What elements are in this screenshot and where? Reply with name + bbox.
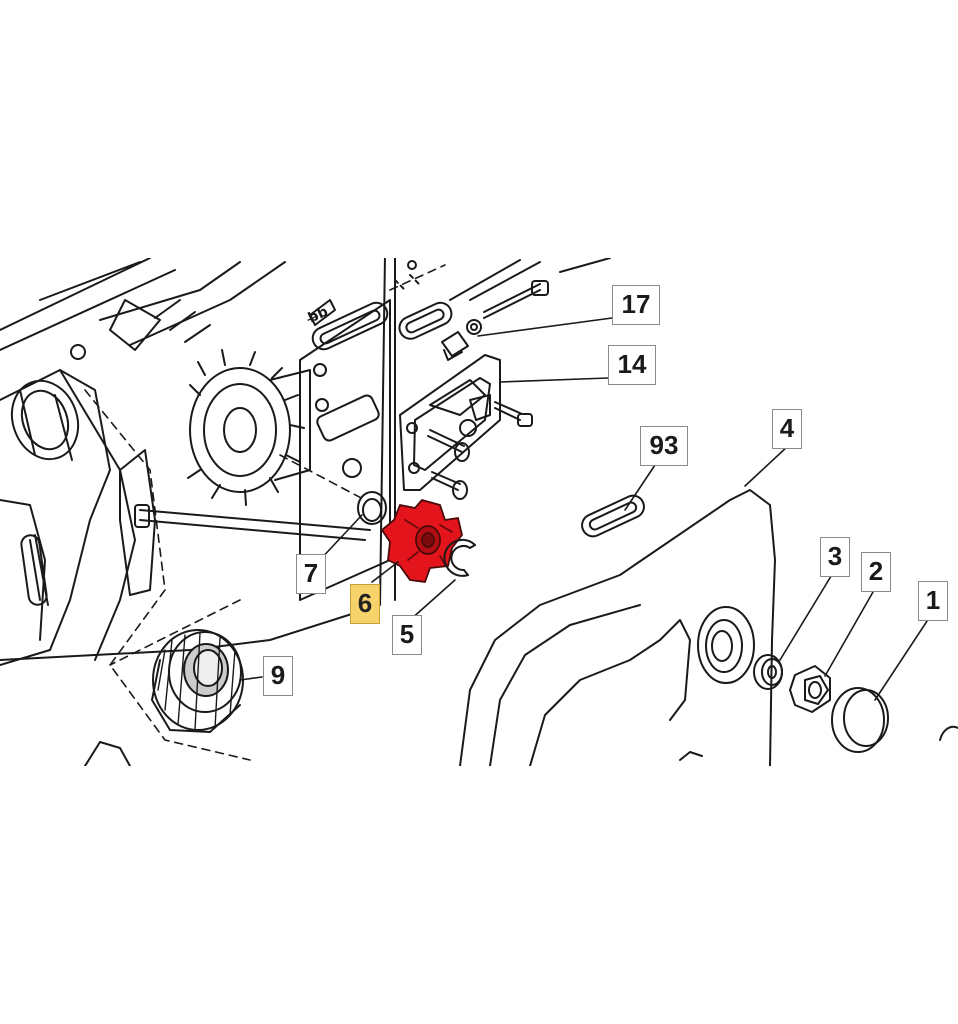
callout-14: 14 xyxy=(608,345,656,385)
nut-part-2 xyxy=(789,665,831,713)
callout-17: 17 xyxy=(612,285,660,325)
callout-4: 4 xyxy=(772,409,802,449)
callout-9: 9 xyxy=(263,656,293,696)
sprocket-cover-part-4 xyxy=(459,489,776,766)
slot-part-93 xyxy=(581,494,645,538)
tensioner-assembly xyxy=(398,258,611,361)
assembly-guide-lines xyxy=(84,264,446,761)
callout-93: 93 xyxy=(640,426,688,466)
washer-part-3 xyxy=(753,654,783,690)
callout-7: 7 xyxy=(296,554,326,594)
engine-housing xyxy=(0,258,396,666)
gear-ring-part-9 xyxy=(84,629,244,766)
callout-5: 5 xyxy=(392,615,422,655)
tensioner-knob-part-6 xyxy=(381,499,463,583)
callout-1: 1 xyxy=(918,581,948,621)
drive-sprocket xyxy=(187,349,311,506)
cap-part-1 xyxy=(831,687,958,753)
callout-6-highlighted: 6 xyxy=(350,584,380,624)
circlip-part-5 xyxy=(443,538,476,577)
callout-3: 3 xyxy=(820,537,850,577)
leader-lines xyxy=(239,317,934,701)
callout-2: 2 xyxy=(861,552,891,592)
ring-part-7 xyxy=(357,491,387,525)
bar-plate xyxy=(399,354,533,500)
